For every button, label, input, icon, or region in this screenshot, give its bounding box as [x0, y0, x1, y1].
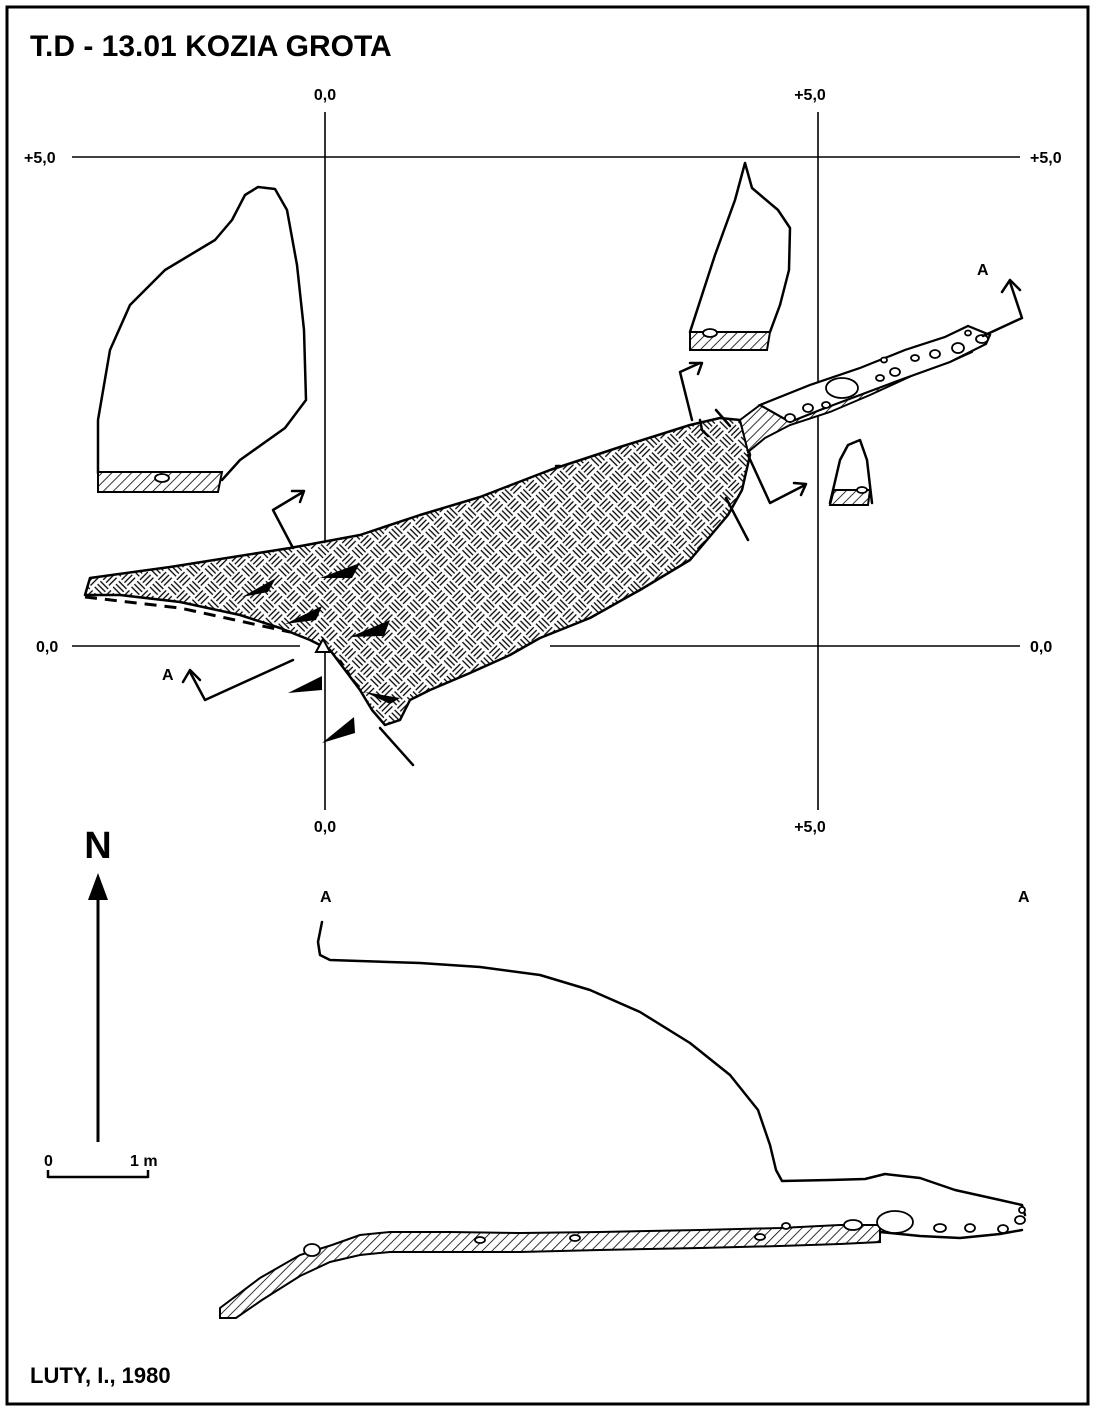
grid-label-right-y5: +5,0: [1030, 150, 1062, 167]
section-a-west-leader: [188, 658, 295, 702]
slope-arrow-7: [322, 717, 355, 743]
slope-arrow-3: [285, 606, 322, 624]
xs-arrow-1: [271, 490, 305, 550]
north-arrow-icon: [88, 873, 108, 900]
sheet-border: [5, 5, 1090, 1406]
section-a-east-arrowhead: [1000, 278, 1022, 294]
xs-arrow-3: [746, 453, 807, 505]
plan-east-passage-clear: [757, 324, 992, 424]
section-label-a-east: A: [977, 262, 989, 279]
grid-label-top-x0: 0,0: [314, 87, 336, 104]
plan-small-step: [698, 418, 710, 438]
cross-section-2: [688, 161, 792, 351]
profile-floor: [219, 1224, 881, 1319]
plan-section-tick: [714, 408, 732, 428]
grid-label-bottom-x0: 0,0: [314, 819, 336, 836]
xs-arrow-3-head: [792, 481, 808, 497]
cross-section-1: [96, 185, 308, 493]
coordinate-grid: [72, 112, 1020, 810]
plan-slope-arrows: [242, 563, 400, 743]
cross-section-3: [828, 438, 874, 506]
profile-floor-east: [878, 1228, 1024, 1240]
xs-arrow-2-head: [688, 361, 704, 376]
sheet-title: T.D - 13.01 KOZIA GROTA: [30, 30, 392, 63]
xs-arrow-1-head: [290, 489, 306, 504]
slope-arrow-5: [288, 676, 322, 693]
slope-arrow-1: [242, 578, 276, 597]
north-label: N: [84, 825, 111, 867]
section-label-a-west: A: [162, 667, 174, 684]
plan-section-line-entrance: [378, 726, 415, 767]
grid-label-bottom-x5: +5,0: [794, 819, 826, 836]
survey-station-marker: [314, 636, 332, 653]
xs-arrow-2: [678, 361, 702, 422]
scale-bar-one-metre: 1 m: [130, 1153, 158, 1170]
cross-section-2-floor: [689, 331, 772, 351]
author-credit: LUTY, I., 1980: [30, 1363, 171, 1388]
scale-bar: [46, 1170, 150, 1179]
plan-east-rocks: [784, 329, 989, 423]
plan-main-passage: [83, 416, 752, 727]
scale-bar-zero: 0: [44, 1153, 53, 1170]
section-a-east-leader: [981, 280, 1024, 338]
grid-label-top-x5: +5,0: [794, 87, 826, 104]
slope-arrow-6: [365, 692, 400, 704]
grid-label-left-y5: +5,0: [24, 150, 56, 167]
section-label-profile-right: A: [1018, 889, 1030, 906]
plan-section-line-east: [724, 496, 750, 542]
profile-rocks: [303, 1206, 1026, 1257]
slope-arrow-4: [350, 620, 390, 637]
cave-plan: [83, 278, 1024, 767]
plan-dripline-dashed: [84, 595, 291, 634]
grid-label-right-y0: 0,0: [1030, 639, 1052, 656]
slope-arrow-2: [320, 563, 360, 578]
cave-profile: [219, 920, 1027, 1319]
grid-label-left-y0: 0,0: [36, 639, 58, 656]
profile-ceiling: [316, 920, 1027, 1217]
section-label-profile-left: A: [320, 889, 332, 906]
section-a-west-arrowhead: [181, 668, 202, 684]
